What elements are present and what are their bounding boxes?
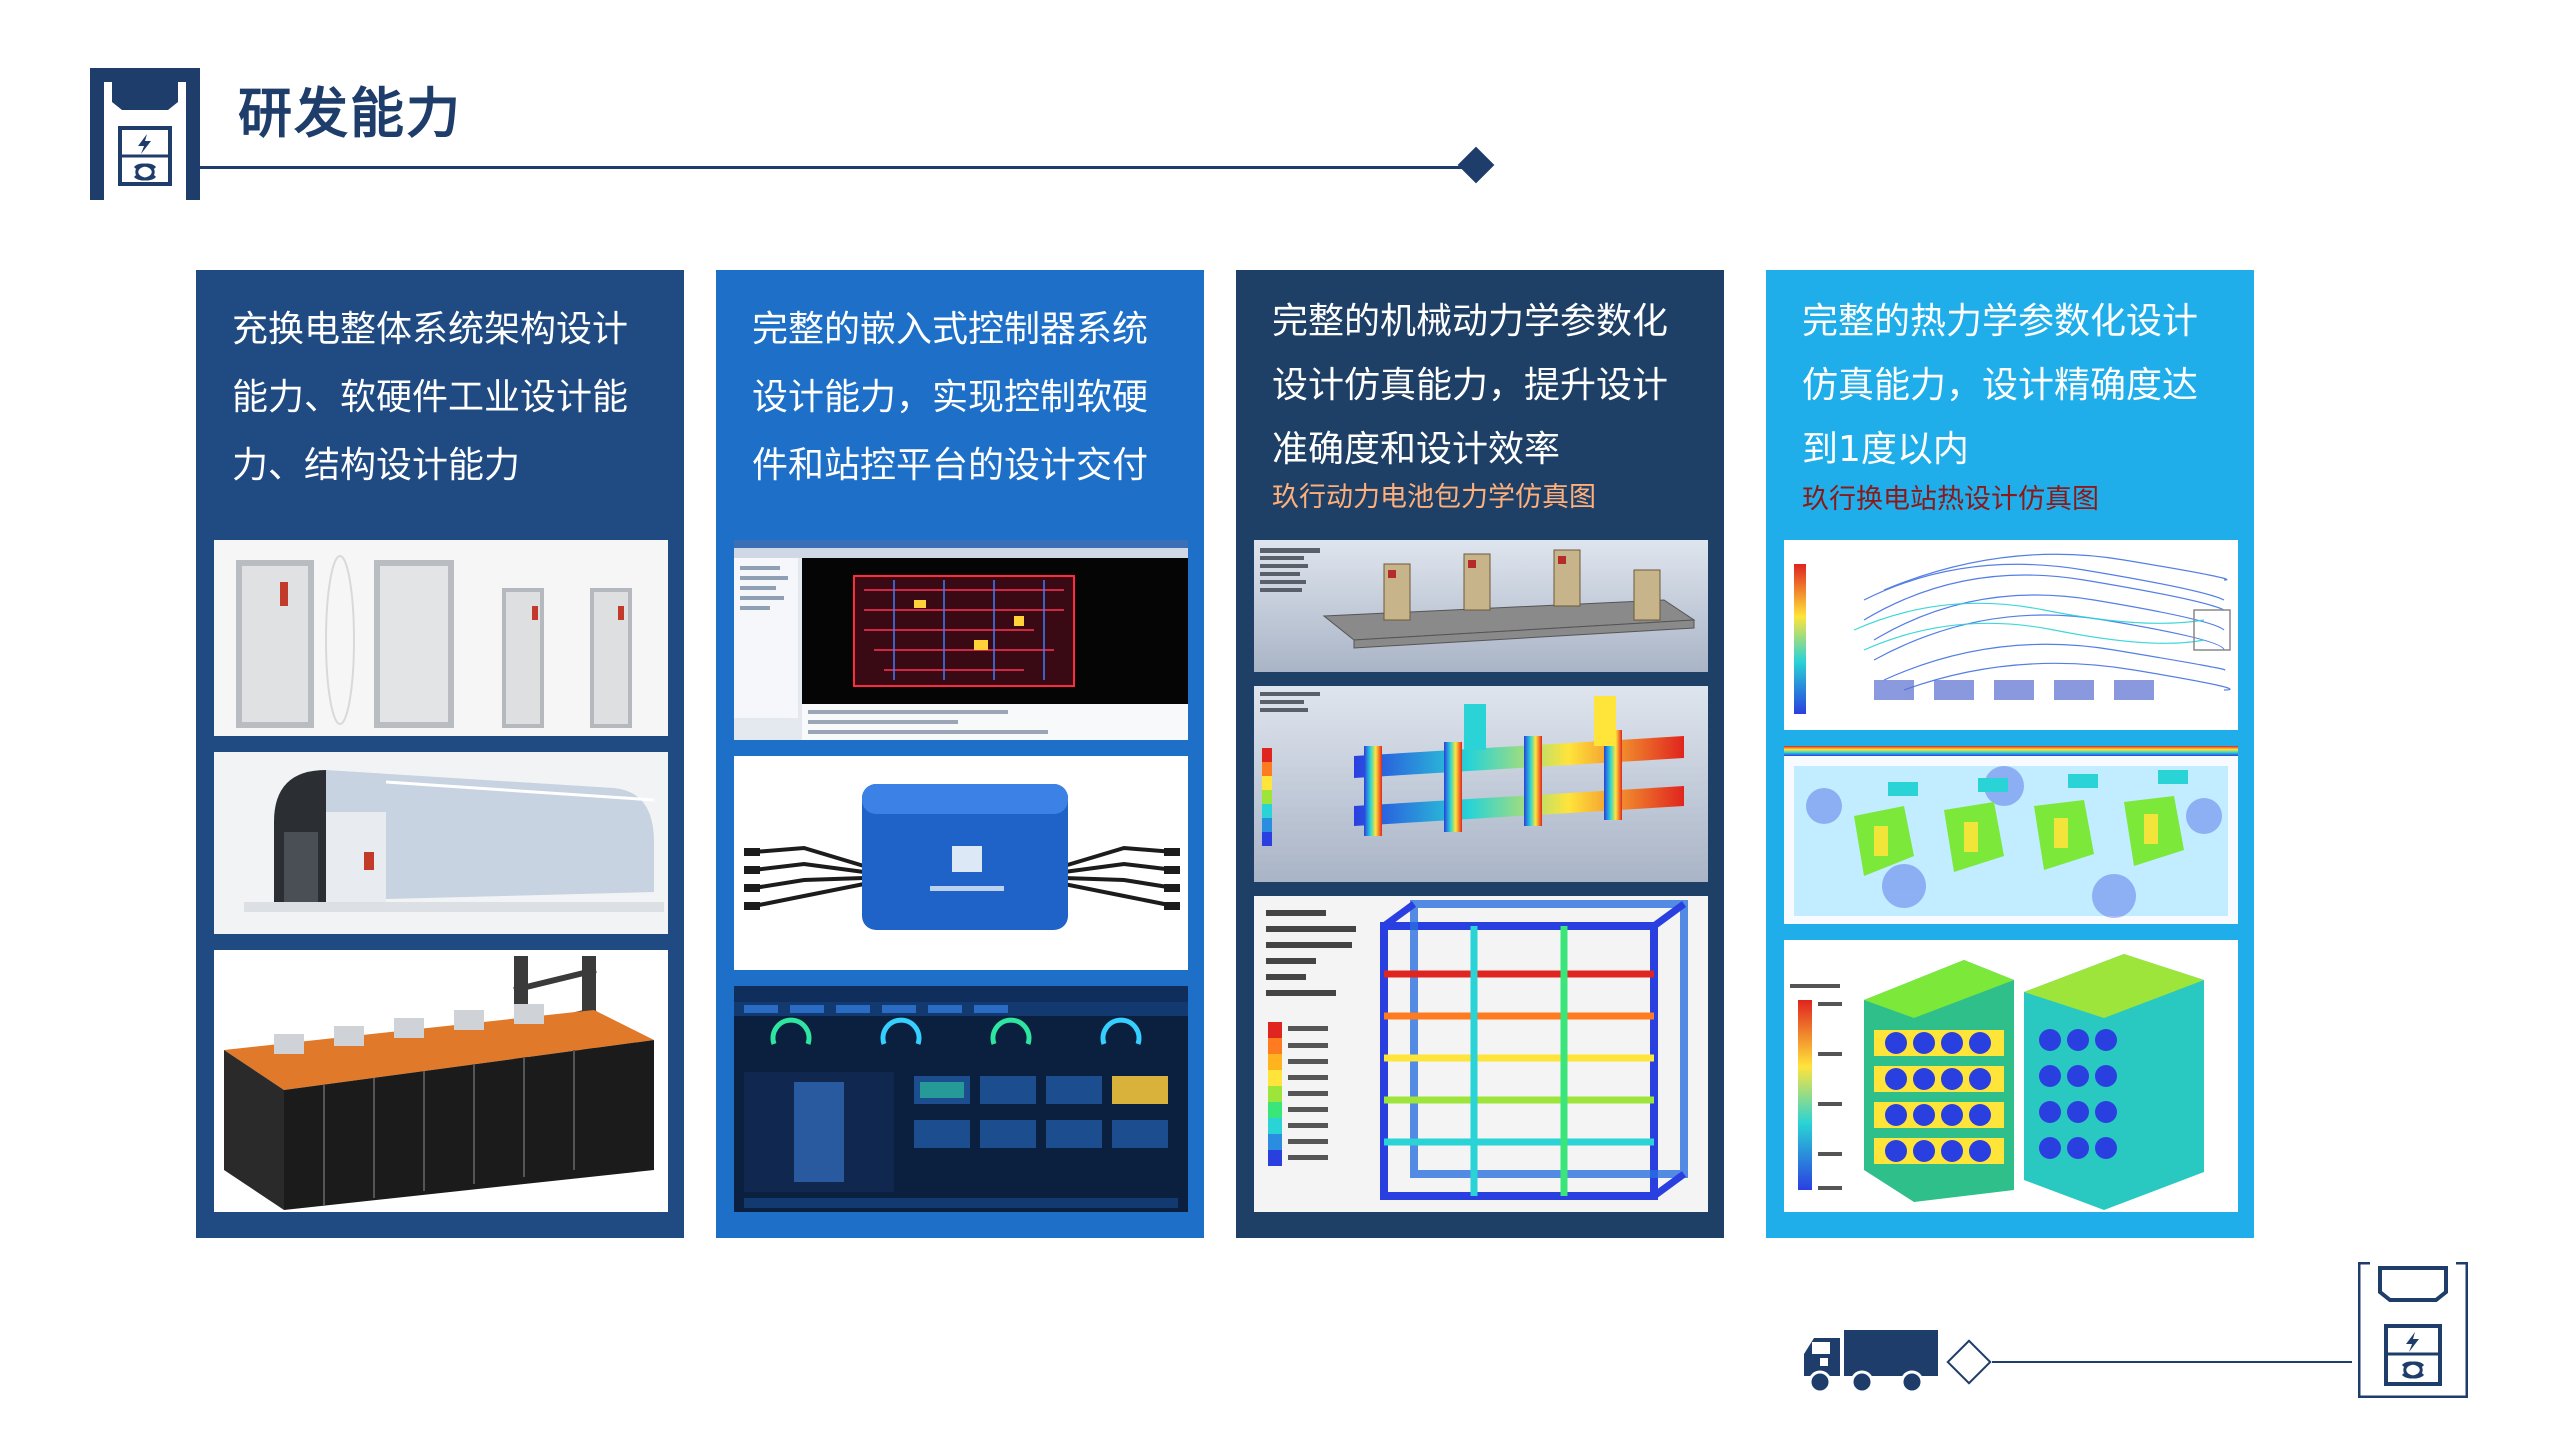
text-line: 设计能力，实现控制软硬 [752, 377, 1149, 418]
deformation-simulation [1254, 686, 1708, 882]
title-diamond-ornament [1457, 146, 1495, 184]
airflow-simulation [1784, 540, 2238, 730]
truck-icon [1800, 1326, 1940, 1396]
capability-column-embedded: 完整的嵌入式控制器系统 设计能力，实现控制软硬 件和站控平台的设计交付 [716, 270, 1204, 1238]
column-description: 完整的热力学参数化设计 仿真能力，设计精确度达 到1度以内 [1802, 290, 2232, 482]
text-line: 充换电整体系统架构设计 [232, 309, 629, 350]
controller-box-photo [734, 756, 1188, 970]
column-description: 完整的机械动力学参数化 设计仿真能力，提升设计 准确度和设计效率 [1272, 290, 1702, 482]
capability-column-thermal: 完整的热力学参数化设计 仿真能力，设计精确度达 到1度以内 玖行换电站热设计仿真… [1766, 270, 2254, 1238]
footer-line [1992, 1361, 2352, 1363]
title-underline [200, 166, 1470, 169]
battery-temperature-simulation [1784, 940, 2238, 1212]
column-description: 完整的嵌入式控制器系统 设计能力，实现控制软硬 件和站控平台的设计交付 [752, 296, 1182, 500]
charging-cabinets-photo [214, 540, 668, 736]
page-title: 研发能力 [238, 82, 462, 145]
text-line: 力、结构设计能力 [232, 445, 521, 486]
text-line: 件和站控平台的设计交付 [752, 445, 1149, 486]
thermal-flow-simulation [1784, 746, 2238, 924]
swap-station-shell-render [214, 752, 668, 934]
battery-rack-render [214, 950, 668, 1212]
capability-column-mechanical: 完整的机械动力学参数化 设计仿真能力，提升设计 准确度和设计效率 玖行动力电池包… [1236, 270, 1724, 1238]
station-logo-icon [90, 68, 200, 200]
pcb-design-screenshot [734, 540, 1188, 740]
text-line: 完整的嵌入式控制器系统 [752, 309, 1149, 350]
text-line: 设计仿真能力，提升设计 [1272, 365, 1669, 406]
rack-deformation-simulation [1254, 896, 1708, 1212]
battery-frame-model [1254, 540, 1708, 672]
text-line: 仿真能力，设计精确度达 [1802, 365, 2199, 406]
simulation-caption: 玖行换电站热设计仿真图 [1802, 484, 2099, 515]
text-line: 完整的热力学参数化设计 [1802, 301, 2199, 342]
column-description: 充换电整体系统架构设计 能力、软硬件工业设计能 力、结构设计能力 [232, 296, 662, 500]
footer-diamond-ornament [1946, 1339, 1992, 1385]
station-logo-icon [2355, 1259, 2471, 1401]
text-line: 能力、软硬件工业设计能 [232, 377, 629, 418]
capability-column-architecture: 充换电整体系统架构设计 能力、软硬件工业设计能 力、结构设计能力 [196, 270, 684, 1238]
text-line: 到1度以内 [1802, 429, 1969, 470]
simulation-caption: 玖行动力电池包力学仿真图 [1272, 482, 1596, 513]
text-line: 准确度和设计效率 [1272, 429, 1561, 470]
station-control-dashboard [734, 986, 1188, 1212]
text-line: 完整的机械动力学参数化 [1272, 301, 1669, 342]
